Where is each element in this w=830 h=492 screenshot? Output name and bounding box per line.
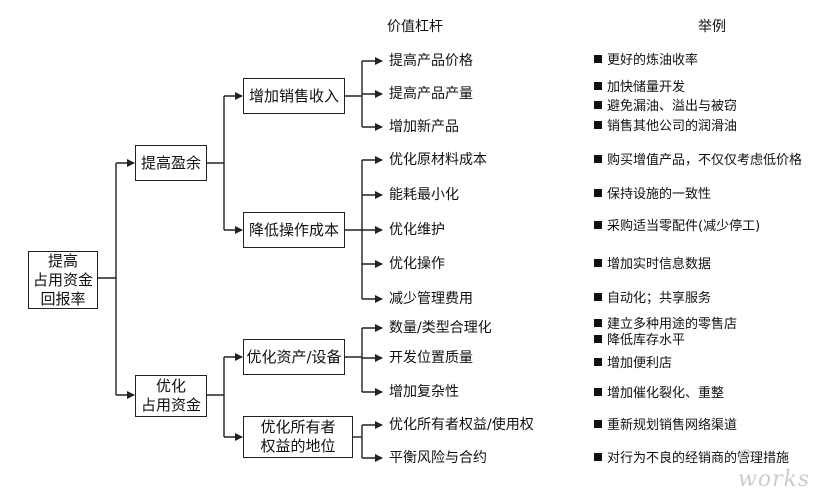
node-increase-profit: 提高盈余 (135, 145, 207, 181)
example-item: 加快储量开发 (594, 80, 685, 96)
example-item: 降低库存水平 (594, 333, 685, 349)
example-item: 采购适当零配件(减少停工) (594, 219, 760, 235)
lever-item: 数量/类型合理化 (389, 320, 492, 336)
lever-item: 开发位置质量 (389, 350, 473, 366)
watermark-logo: e-works (738, 442, 811, 492)
lever-item: 优化所有者权益/使用权 (389, 417, 534, 433)
example-item: 避免漏油、溢出与被窃 (594, 99, 737, 115)
example-item: 增加便利店 (594, 356, 672, 372)
bullet-square-icon (594, 55, 602, 63)
example-item: 增加催化裂化、重整 (594, 386, 724, 402)
bullet-square-icon (594, 293, 602, 301)
node-optimize-equity: 优化所有者 权益的地位 (243, 416, 353, 458)
bullet-square-icon (594, 82, 602, 90)
lever-item: 优化原材料成本 (389, 152, 487, 168)
example-item: 对行为不良的经销商的管理措施 (594, 451, 789, 467)
node-optimize-assets: 优化资产/设备 (243, 339, 345, 375)
node-increase-revenue: 增加销售收入 (243, 78, 345, 114)
bullet-square-icon (594, 121, 602, 129)
node-optimize-capital: 优化 占用资金 (135, 375, 207, 417)
example-item: 增加实时信息数据 (594, 257, 711, 273)
lever-item: 增加新产品 (389, 119, 459, 135)
example-item: 重新规划销售网络渠道 (594, 418, 737, 434)
lever-item: 提高产品产量 (389, 86, 473, 102)
bullet-square-icon (594, 335, 602, 343)
lever-item: 能耗最小化 (389, 187, 459, 203)
connector-lines (97, 57, 383, 462)
bullet-square-icon (594, 101, 602, 109)
root-node: 提高 占用资金 回报率 (28, 251, 98, 309)
lever-item: 减少管理费用 (389, 291, 473, 307)
lever-item: 平衡风险与合约 (389, 450, 487, 466)
bullet-square-icon (594, 319, 602, 327)
value-driver-tree: 价值杠杆 举例 提高 占用资金 回报率 提高盈余 优化 占用资金 增加销售收入 … (28, 19, 809, 492)
header-levers: 价值杠杆 (387, 19, 443, 35)
bullet-square-icon (594, 420, 602, 428)
bullet-square-icon (594, 155, 602, 163)
header-examples: 举例 (698, 19, 726, 35)
lever-item: 增加复杂性 (389, 384, 459, 400)
bullet-square-icon (594, 358, 602, 366)
example-item: 购买增值产品，不仅仅考虑低价格 (594, 153, 802, 169)
bullet-square-icon (594, 189, 602, 197)
bullet-square-icon (594, 259, 602, 267)
example-item: 自动化；共享服务 (594, 291, 711, 307)
lever-item: 优化操作 (389, 256, 445, 272)
example-item: 销售其他公司的润滑油 (594, 119, 737, 135)
example-item: 保持设施的一致性 (594, 187, 711, 203)
bullet-square-icon (594, 453, 602, 461)
lever-item: 提高产品价格 (389, 53, 473, 69)
node-reduce-cost: 降低操作成本 (243, 212, 345, 248)
bullet-square-icon (594, 221, 602, 229)
example-item: 建立多种用途的零售店 (594, 317, 737, 333)
bullet-square-icon (594, 388, 602, 396)
example-item: 更好的炼油收率 (594, 53, 698, 69)
lever-item: 优化维护 (389, 222, 445, 238)
